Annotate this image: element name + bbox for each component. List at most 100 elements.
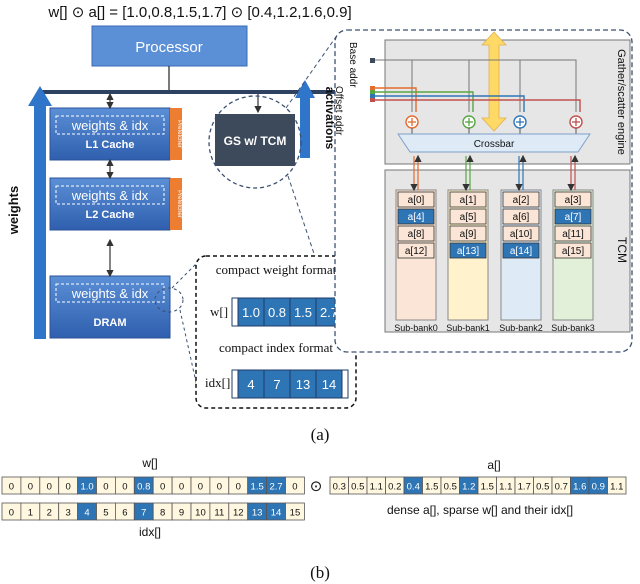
tcm-cell-label: a[10] (510, 229, 532, 240)
compact-idx-value: 13 (296, 377, 310, 392)
sparse-w-value: 0 (198, 482, 203, 493)
sparse-w-value: 1.0 (80, 482, 93, 493)
dense-a-value: 1.5 (481, 482, 494, 493)
tcm-cell (397, 191, 435, 208)
address-lines (370, 58, 581, 112)
tcm-cell-label: a[11] (562, 229, 584, 240)
tcm-cell-label: a[5] (460, 212, 477, 223)
sub-bank-name: Sub-bank3 (551, 323, 595, 333)
offset-port (370, 98, 375, 102)
processor-label: Processor (135, 39, 203, 56)
compact-w-value: 2.7 (320, 305, 338, 320)
tcm-cell (397, 208, 435, 225)
tcm-cell (554, 225, 592, 242)
sparse-idx-value: 15 (290, 508, 301, 519)
sparse-idx-value: 3 (66, 508, 71, 519)
tcm-cell-label: a[15] (562, 246, 584, 257)
base-addr-port (370, 58, 375, 63)
sparse-idx-value: 11 (214, 508, 224, 519)
caption-a: (a) (311, 425, 330, 444)
tcm-cell (502, 225, 540, 242)
dense-a-value: 0.9 (592, 482, 605, 493)
sparse-idx-value: 12 (233, 508, 244, 519)
offset-port (370, 90, 375, 94)
dense-a-value: 0.2 (388, 482, 401, 493)
base-addr-label: Base addr (347, 42, 358, 88)
weights-arrow (28, 86, 52, 339)
tcm-cell (502, 191, 540, 208)
tcm-cell (397, 225, 435, 242)
sparse-w-value: 0 (160, 482, 165, 493)
tcm-cell (554, 191, 592, 208)
tcm-cell (449, 225, 487, 242)
dense-a-value: 1.1 (610, 482, 623, 493)
adders (405, 115, 583, 134)
dense-a-value: 1.5 (425, 482, 438, 493)
sparse-w-value: 0.8 (137, 482, 150, 493)
sparse-idx-value: 14 (271, 508, 282, 519)
offset-addr-label: Offset addr (333, 86, 344, 136)
equation: w[] ⊙ a[] = [1.0,0.8,1.5,1.7] ⊙ [0.4,1.2… (47, 4, 351, 21)
tcm-cell-label: a[1] (460, 195, 477, 206)
tcm-cell (554, 242, 592, 259)
offset-line (375, 91, 474, 112)
sparse-idx-value: 7 (141, 508, 146, 519)
offset-line (375, 99, 581, 112)
dram-inner-box (55, 283, 165, 303)
sparse-w-value: 0 (122, 482, 127, 493)
tcm-cell (449, 191, 487, 208)
sparse-idx-value: 5 (103, 508, 108, 519)
tcm-cell-label: a[2] (513, 195, 530, 206)
sparse-idx-value: 8 (160, 508, 165, 519)
dense-a-value: 0.7 (555, 482, 568, 493)
sparse-idx-value: 6 (122, 508, 127, 519)
offset-port (370, 86, 375, 90)
tcm-cell-label: a[13] (457, 246, 479, 257)
dense-a-value: 0.5 (536, 482, 549, 493)
dense-a-value: 1.7 (518, 482, 531, 493)
sub-bank-name: Sub-bank1 (446, 323, 490, 333)
sparse-w-value: 0 (103, 482, 108, 493)
tcm-cell (502, 242, 540, 259)
sparse-idx-value: 0 (9, 508, 14, 519)
sparse-idx-value: 1 (28, 508, 33, 519)
tcm-cell-label: a[8] (408, 229, 425, 240)
sub-bank-name: Sub-bank2 (499, 323, 543, 333)
sparse-idx-value: 13 (252, 508, 263, 519)
dense-a-value: 1.2 (462, 482, 475, 493)
compact-weight-title: compact weight format (216, 262, 337, 277)
compact-idx-cell (315, 369, 343, 399)
tcm-cell (449, 208, 487, 225)
hierarchy-links (106, 92, 262, 278)
crossbar-label: Crossbar (474, 139, 515, 150)
crossbar-shape (397, 133, 591, 153)
l2-cache-inner-box (55, 185, 165, 205)
compact-idx-cell (289, 369, 317, 399)
sparse-idx-value: 9 (179, 508, 184, 519)
tcm-cell-label: a[9] (460, 229, 477, 240)
tcm-cell-label: a[0] (408, 195, 425, 206)
activations-arrow (295, 80, 315, 158)
data-io-arrow (481, 31, 507, 132)
l2-cache-prefetcher (170, 178, 182, 230)
tcm-cell-label: a[7] (565, 212, 582, 223)
l2-cache-prefetcher-label: Prefetcher (176, 190, 182, 218)
compact-idx-value: 14 (322, 377, 336, 392)
sparse-w-value: 0 (9, 482, 14, 493)
dense-a-value: 0.5 (444, 482, 457, 493)
offset-line (375, 95, 525, 112)
tcm-sub-banks: a[0]a[4]a[8]a[12]Sub-bank0a[1]a[5]a[9]a[… (394, 154, 595, 333)
l1-cache-prefetcher-label: Prefetcher (176, 120, 182, 148)
sparse-w-value: 0 (236, 482, 241, 493)
l2-cache-inner-label: weights & idx (71, 188, 149, 203)
dense-a-value: 1.6 (573, 482, 586, 493)
tcm-cell-label: a[14] (510, 246, 532, 257)
dense-a-cell (607, 476, 627, 495)
system-bus (40, 90, 375, 94)
compact-index-title: compact index format (219, 340, 333, 355)
sparse-idx-value: 2 (47, 508, 52, 519)
l1-cache-inner-label: weights & idx (71, 118, 149, 133)
